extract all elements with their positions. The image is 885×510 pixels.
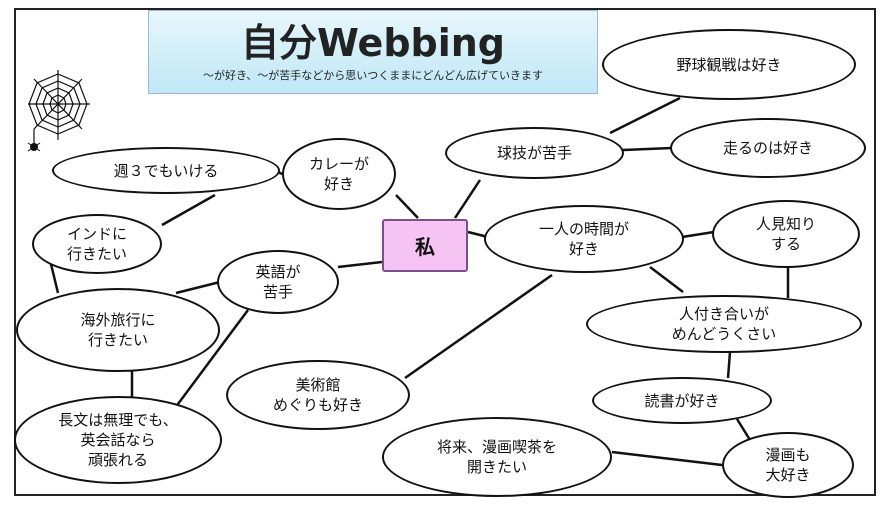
node-bad-at-ball-games: 球技が苦手 bbox=[445, 127, 624, 179]
node-want-to-go-india: インドに 行きたい bbox=[32, 214, 162, 274]
node-baseball-watching: 野球観戦は好き bbox=[602, 29, 856, 100]
spider-web-icon bbox=[27, 70, 90, 152]
node-want-to-travel-abroad: 海外旅行に 行きたい bbox=[16, 288, 220, 372]
node-like-reading: 読書が好き bbox=[592, 377, 772, 424]
node-love-manga: 漫画も 大好き bbox=[722, 432, 854, 498]
node-museum-tours: 美術館 めぐりも好き bbox=[226, 360, 410, 430]
center-node-me: 私 bbox=[382, 219, 468, 272]
node-bad-at-english: 英語が 苦手 bbox=[217, 250, 339, 314]
node-like-curry: カレーが 好き bbox=[282, 138, 396, 210]
node-shy-with-strangers: 人見知り する bbox=[712, 200, 860, 268]
node-three-times-a-week: 週３でもいける bbox=[52, 147, 280, 194]
page-subtitle: ～が好き、～が苦手などから思いつくままにどんどん広げていきます bbox=[203, 69, 543, 82]
node-social-is-bothersome: 人付き合いが めんどうくさい bbox=[586, 295, 862, 353]
node-open-manga-cafe: 将来、漫画喫茶を 開きたい bbox=[382, 417, 612, 497]
title-box: 自分Webbing ～が好き、～が苦手などから思いつくままにどんどん広げていきま… bbox=[148, 10, 598, 94]
node-like-alone-time: 一人の時間が 好き bbox=[484, 205, 684, 273]
page-title: 自分Webbing bbox=[240, 21, 505, 65]
node-like-running: 走るのは好き bbox=[670, 118, 866, 178]
node-english-conversation: 長文は無理でも、 英会話なら 頑張れる bbox=[14, 396, 222, 484]
